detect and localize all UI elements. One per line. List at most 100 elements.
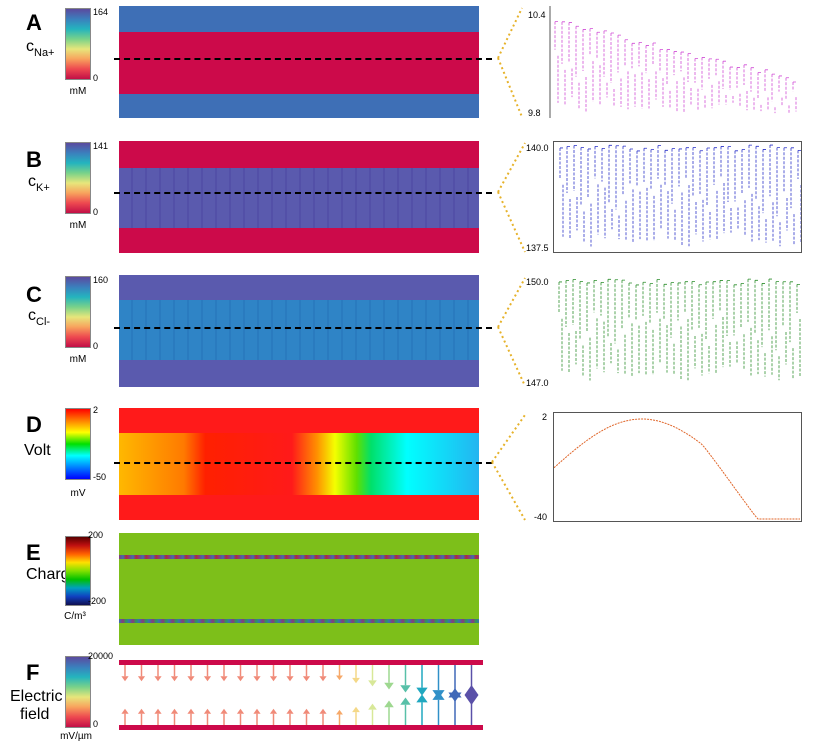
field-arrow xyxy=(416,694,428,703)
field-arrow xyxy=(187,676,195,682)
colorbar-unit: mM xyxy=(69,220,87,231)
colorbar-unit: mM xyxy=(69,354,87,365)
trace-segment xyxy=(705,281,710,374)
trace-segment xyxy=(796,283,801,377)
field-arrow xyxy=(154,708,162,714)
trace-segment xyxy=(771,73,776,114)
trace-segment xyxy=(664,149,669,239)
colorbar-cl xyxy=(65,276,91,348)
trace-segment xyxy=(568,22,573,98)
colorbar-max: 164 xyxy=(93,7,109,17)
colorbar-min: 0 xyxy=(93,341,99,351)
trace-segment xyxy=(624,39,629,110)
field-arrow xyxy=(253,676,261,682)
intracellular-band xyxy=(119,433,479,495)
colorbar-unit: mV/µm xyxy=(60,731,92,742)
trace-segment xyxy=(580,147,585,243)
upper-membrane-line xyxy=(119,660,483,665)
trace-segment xyxy=(736,67,741,107)
trace-segment xyxy=(743,64,748,111)
trace-segment xyxy=(610,32,615,107)
trace-segment xyxy=(565,280,570,374)
field-arrow xyxy=(170,676,179,682)
trace-segment xyxy=(649,283,654,375)
trace-segment xyxy=(761,283,766,377)
field-arrow xyxy=(384,682,394,690)
trace-segment xyxy=(783,147,788,231)
trace-segment xyxy=(792,81,797,112)
lower-extracellular-band xyxy=(119,495,479,520)
colorbar-unit: mM xyxy=(69,86,87,97)
inset-bottom-value: 147.0 xyxy=(526,378,549,388)
trace-segment xyxy=(558,281,563,371)
field-arrow xyxy=(302,708,311,714)
panel-letter-e: E xyxy=(26,540,41,565)
trace-segment xyxy=(691,281,696,369)
variable-label-na: cNa+ xyxy=(26,38,55,59)
trace-segment xyxy=(636,150,641,240)
trace-segment xyxy=(622,145,627,240)
lower-extracellular-band xyxy=(119,94,479,118)
field-arrow xyxy=(121,676,129,682)
trace-segment xyxy=(608,144,613,230)
colorbar-min: 0 xyxy=(93,73,99,83)
trace-segment xyxy=(631,42,636,107)
trace-segment xyxy=(775,281,780,381)
probe-line-d xyxy=(114,462,492,464)
trace-segment xyxy=(629,148,634,243)
field-arrow xyxy=(352,706,360,713)
field-arrow xyxy=(121,708,129,714)
trace-segment xyxy=(656,279,661,364)
trace-segment xyxy=(755,145,760,241)
trace-segment xyxy=(733,284,738,364)
trace-segment xyxy=(750,67,755,110)
colorbar-field xyxy=(65,656,91,728)
field-arrow xyxy=(187,708,195,714)
colorbar-max: 20000 xyxy=(88,651,114,661)
concentration-map-na xyxy=(119,6,479,118)
trace-segment xyxy=(589,28,594,102)
inset-top-value: 140.0 xyxy=(526,143,549,153)
field-arrow xyxy=(368,680,377,687)
trace-segment xyxy=(666,49,671,109)
trace-segment xyxy=(671,148,676,240)
field-arrow xyxy=(236,708,245,714)
intracellular-band xyxy=(119,300,479,360)
upper-extracellular-band xyxy=(119,141,479,168)
trace-segment xyxy=(715,58,720,105)
lower-extracellular-band xyxy=(119,228,479,253)
trace-segment xyxy=(603,30,608,98)
trace-segment xyxy=(734,150,739,230)
trace-segment xyxy=(712,281,717,374)
colorbar-volt xyxy=(65,408,91,480)
trace-segment xyxy=(586,282,591,381)
trace-segment xyxy=(678,148,683,246)
trace-segment xyxy=(782,281,787,365)
field-arrow xyxy=(203,676,212,682)
trace-segment xyxy=(708,58,713,109)
panel-letter-b: B xyxy=(26,147,42,172)
variable-label-k: cK+ xyxy=(28,173,50,194)
trace-segment xyxy=(645,45,650,109)
inset-trace-cl xyxy=(558,278,801,381)
field-arrow xyxy=(269,676,278,682)
variable-label-line2: field xyxy=(20,706,50,723)
trace-segment xyxy=(764,69,769,111)
trace-segment xyxy=(657,145,662,230)
trace-segment xyxy=(600,281,605,373)
trace-segment xyxy=(582,29,587,113)
variable-symbol: c xyxy=(28,307,36,324)
field-arrow xyxy=(368,703,377,710)
intracellular-band xyxy=(119,168,479,228)
inset-plot-cl xyxy=(553,276,802,386)
colorbar-charge xyxy=(65,536,91,606)
inset-bottom-value: 9.8 xyxy=(528,108,541,118)
field-arrow xyxy=(448,688,462,698)
trace-segment xyxy=(615,145,620,240)
variable-subscript: Cl- xyxy=(36,316,51,328)
inset-top-value: 2 xyxy=(542,412,548,422)
inset-bottom-value: 137.5 xyxy=(526,243,549,253)
field-arrow xyxy=(269,708,278,714)
field-arrow xyxy=(432,691,445,700)
trace-segment xyxy=(561,21,566,106)
